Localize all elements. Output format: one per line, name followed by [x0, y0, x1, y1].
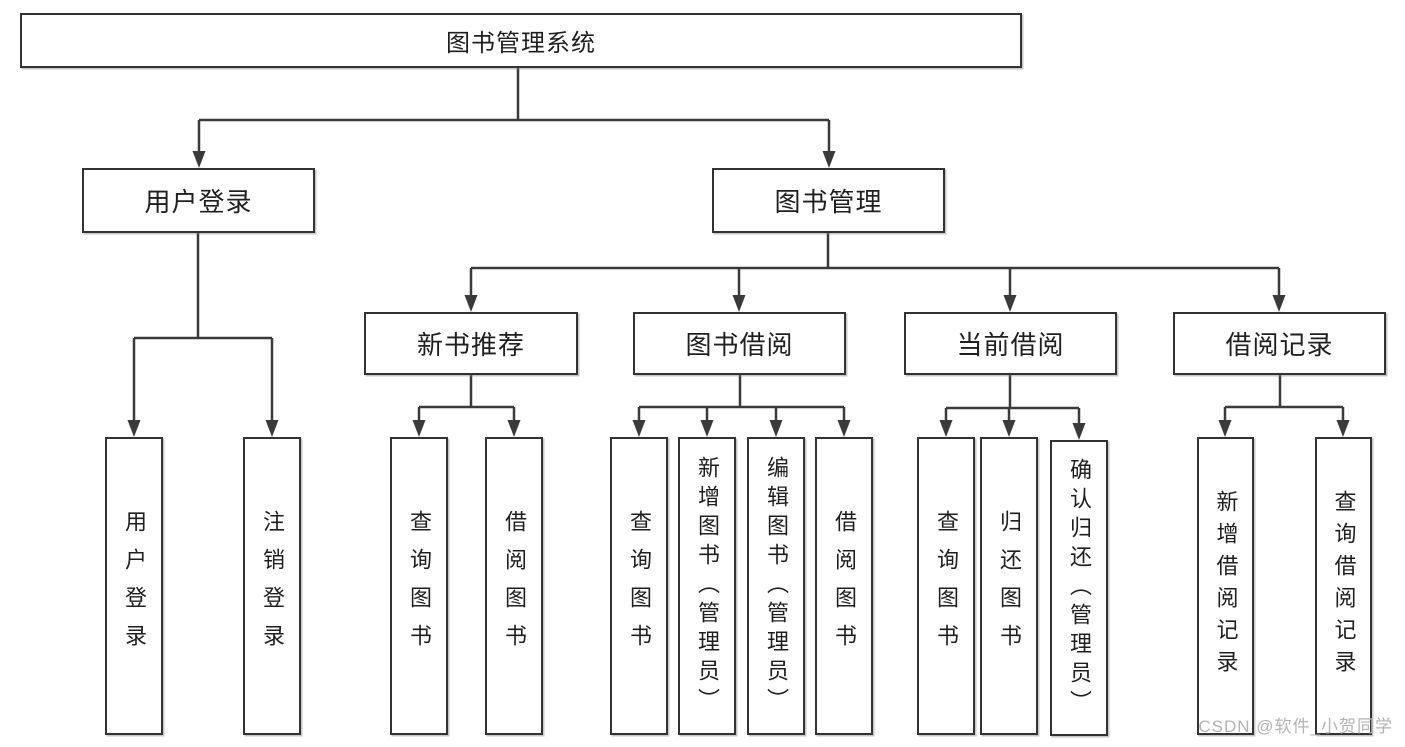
leaf-label: 借阅图书 [832, 510, 857, 662]
csdn-watermark: CSDN @软件_小贺同学 [1198, 717, 1393, 736]
leaf-add-borrow-record: 新增借阅记录 [1197, 437, 1254, 735]
node-borrow-records: 借阅记录 [1173, 312, 1386, 375]
leaf-label: 查询图书 [627, 510, 652, 662]
leaf-confirm-return-admin: 确认归还（管理员） [1050, 440, 1108, 736]
leaf-label: 借阅图书 [502, 510, 527, 662]
node-new-book-recommend: 新书推荐 [364, 312, 578, 375]
leaf-label: 注销登录 [260, 510, 285, 662]
leaf-edit-books-admin: 编辑图书（管理员） [747, 437, 805, 735]
leaf-return-books: 归还图书 [980, 437, 1038, 735]
node-label: 新书推荐 [416, 330, 525, 360]
node-book-borrow: 图书借阅 [633, 312, 846, 375]
leaf-label: 查询借阅记录 [1331, 490, 1357, 682]
node-user-login: 用户登录 [82, 168, 315, 233]
node-label: 用户登录 [144, 187, 253, 217]
node-label: 图书借阅 [685, 330, 794, 360]
leaf-logout-login: 注销登录 [243, 437, 301, 735]
node-library-management-system: 图书管理系统 [20, 13, 1022, 68]
leaf-label: 查询图书 [934, 510, 959, 662]
node-label: 图书管理 [774, 187, 883, 217]
leaf-label: 新增借阅记录 [1213, 490, 1239, 682]
leaf-query-borrow-record: 查询借阅记录 [1315, 437, 1372, 735]
leaf-label: 确认归还（管理员） [1067, 457, 1092, 719]
node-label: 借阅记录 [1225, 330, 1334, 360]
leaf-label: 新增图书（管理员） [695, 455, 720, 717]
leaf-user-login: 用户登录 [105, 437, 163, 735]
leaf-borrow-books: 借阅图书 [815, 437, 873, 735]
leaf-label: 查询图书 [407, 510, 432, 662]
leaf-query-books-current: 查询图书 [917, 437, 975, 735]
node-label: 图书管理系统 [446, 30, 596, 57]
node-book-management: 图书管理 [712, 168, 945, 233]
node-label: 当前借阅 [956, 330, 1065, 360]
leaf-borrow-books-recommend: 借阅图书 [485, 437, 543, 735]
leaf-label: 归还图书 [997, 510, 1022, 662]
leaf-label: 编辑图书（管理员） [764, 455, 789, 717]
node-current-borrow: 当前借阅 [904, 312, 1117, 375]
leaf-query-books-recommend: 查询图书 [390, 437, 448, 735]
leaf-add-books-admin: 新增图书（管理员） [678, 437, 736, 735]
leaf-query-books-borrow: 查询图书 [610, 437, 668, 735]
leaf-label: 用户登录 [122, 510, 147, 662]
